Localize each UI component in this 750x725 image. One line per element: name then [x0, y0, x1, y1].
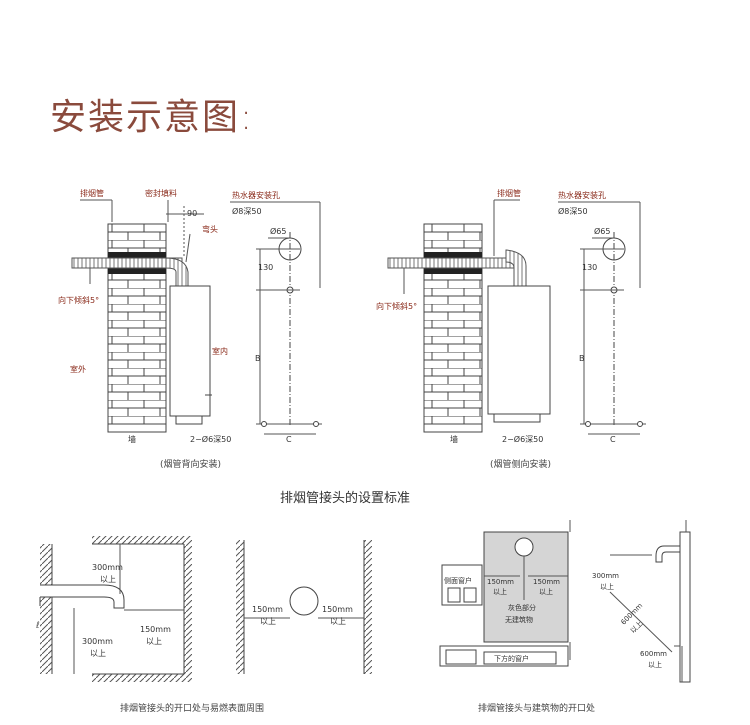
label-pipe: 排烟管 — [497, 188, 521, 198]
hatched-wall-right — [364, 540, 372, 674]
label-side-window: 侧面窗户 — [444, 576, 472, 585]
hatched-wall-right — [184, 544, 192, 674]
page-title: 安装示意图: — [50, 97, 255, 138]
hatched-wall-left — [40, 544, 52, 674]
label-hole-spec: Ø8深50 — [558, 206, 588, 216]
bottom-hole — [637, 421, 643, 427]
label-indoor: 室内 — [212, 346, 228, 356]
label-B: B — [255, 354, 261, 363]
label-gray: 灰色部分 — [508, 603, 536, 612]
rear-installation-diagram: 排烟管 密封填料 90 弯头 向下倾斜5° 室外 室内 墙 (烟管背向安装) 热… — [58, 188, 322, 470]
label-150-a-2: 以上 — [493, 587, 507, 596]
hatched-ceiling — [92, 536, 192, 544]
water-heater-body — [487, 285, 551, 415]
label-hole-spec: Ø8深50 — [232, 206, 262, 216]
caption-rear: (烟管背向安装) — [160, 458, 221, 470]
label-gray-2: 无建筑物 — [505, 615, 533, 624]
label-wall: 墙 — [450, 434, 458, 444]
label-150-b: 150mm — [533, 578, 560, 586]
label-seal: 密封填料 — [145, 188, 177, 198]
label-600-diag-2: 以上 — [628, 619, 644, 635]
label-wall: 墙 — [128, 434, 136, 444]
water-heater-body — [169, 285, 211, 417]
label-holes: 热水器安装孔 — [232, 190, 280, 200]
label-300-bottom-2: 以上 — [90, 649, 106, 658]
heater-fittings — [175, 415, 203, 425]
leader-line — [185, 233, 191, 263]
label-C: C — [286, 435, 292, 444]
seal-band-bottom — [108, 268, 166, 274]
elbow-joint — [165, 257, 189, 287]
label-300-2: 以上 — [600, 582, 614, 591]
section-title: 排烟管接头的设置标准 — [280, 490, 410, 506]
caption-openings: 排烟管接头与建筑物的开口处 — [478, 702, 595, 714]
label-150-right: 150mm — [322, 605, 353, 614]
label-bottom-holes: 2−Ø6深50 — [502, 434, 543, 444]
seal-band-bottom — [424, 268, 482, 274]
label-300-top-2: 以上 — [100, 575, 116, 584]
label-600-2: 以上 — [648, 660, 662, 669]
window-pane — [463, 587, 477, 603]
wall-base — [107, 423, 167, 433]
building-openings-diagram: 侧面窗户 150mm 以上 150mm 以上 灰色部分 无建筑物 下方的窗户 3… — [439, 520, 691, 714]
label-phi65: Ø65 — [594, 226, 610, 236]
label-600: 600mm — [640, 650, 667, 658]
hatched-floor — [92, 674, 192, 682]
label-130: 130 — [258, 263, 273, 272]
label-150-b-2: 以上 — [539, 587, 553, 596]
label-300-top: 300mm — [92, 563, 123, 572]
label-150-left-2: 以上 — [260, 617, 276, 626]
label-90: 90 — [187, 209, 197, 218]
label-bottom-holes: 2−Ø6深50 — [190, 434, 231, 444]
mounting-holes-left: 热水器安装孔 Ø8深50 Ø65 130 B C 2−Ø6深50 — [190, 190, 322, 444]
label-150-2: 以上 — [146, 637, 162, 646]
label-phi65: Ø65 — [270, 226, 286, 236]
label-130: 130 — [582, 263, 597, 272]
label-150: 150mm — [140, 625, 171, 634]
heater-fittings — [493, 413, 541, 423]
mounting-holes-right: 热水器安装孔 Ø8深50 Ø65 130 B C 2−Ø6深50 — [502, 190, 646, 444]
bottom-hole — [313, 421, 319, 427]
flammable-surface-diagram: ℓ 300mm 以上 150mm 以上 300mm 以上 150mm 以上 15… — [35, 536, 372, 714]
window-pane — [483, 651, 557, 665]
hatched-wall-left — [236, 540, 244, 674]
seal-band-top — [108, 252, 166, 258]
pipe-outlet — [655, 545, 681, 563]
window-pane — [447, 587, 461, 603]
pipe-outlet — [40, 584, 125, 609]
label-C: C — [610, 435, 616, 444]
pipe-opening — [514, 537, 534, 557]
window-pane — [445, 649, 477, 665]
label-150-left: 150mm — [252, 605, 283, 614]
side-installation-diagram: 排烟管 向下倾斜5° 墙 (烟管侧向安装) 热水器安装孔 Ø8深50 Ø65 1… — [376, 188, 646, 470]
label-below-window: 下方的窗户 — [494, 654, 529, 663]
pipe-opening — [289, 586, 319, 616]
label-300: 300mm — [592, 572, 619, 580]
label-150-right-2: 以上 — [330, 617, 346, 626]
label-outdoor: 室外 — [70, 364, 86, 374]
bottom-hole — [585, 421, 591, 427]
exhaust-pipe — [387, 257, 515, 269]
label-holes: 热水器安装孔 — [558, 190, 606, 200]
label-tilt: 向下倾斜5° — [376, 301, 417, 311]
label-300-bottom: 300mm — [82, 637, 113, 646]
caption-flammable: 排烟管接头的开口处与易燃表面周围 — [120, 702, 264, 714]
label-B: B — [579, 354, 585, 363]
building-wall — [679, 531, 691, 683]
pipe-flow-symbol: ℓ — [35, 621, 40, 631]
seal-band-top — [424, 252, 482, 258]
bottom-hole — [261, 421, 267, 427]
label-150-a: 150mm — [487, 578, 514, 586]
caption-side: (烟管侧向安装) — [490, 458, 551, 470]
wall-base — [423, 423, 483, 433]
label-pipe: 排烟管 — [80, 188, 104, 198]
label-elbow: 弯头 — [202, 224, 218, 234]
label-tilt: 向下倾斜5° — [58, 295, 99, 305]
dim-600-diag-line — [609, 591, 673, 653]
